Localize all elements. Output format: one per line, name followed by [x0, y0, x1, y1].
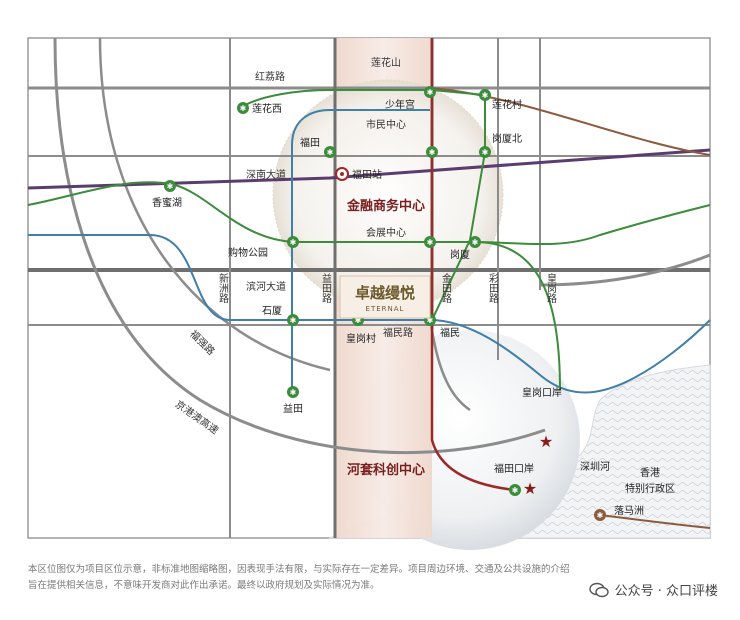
star-icon: ★ [539, 432, 553, 451]
station-label: 福田口岸 [494, 462, 534, 475]
station-label: 会展中心 [366, 226, 406, 239]
station-label: 市民中心 [366, 118, 406, 131]
station-marker: ✱ [479, 146, 491, 158]
road-label: 益田路 [320, 272, 332, 304]
svg-text:✱: ✱ [482, 148, 489, 157]
hetao-label: 河套科创中心 [347, 462, 425, 478]
disclaimer: 本区位图仅为项目区位示意，非标准地图缩略图，因表现手法有限，与实际存在一定差异。… [28, 562, 718, 594]
road-label-vertical: 新洲路 益田路 金田路 彩田路 皇岗路 [217, 272, 557, 304]
station-label: 石厦 [262, 305, 282, 317]
metro-line-red [430, 38, 516, 492]
station-marker: ✱ [237, 102, 249, 114]
metro-line-green-4 [474, 241, 561, 391]
metro-line-blue [28, 234, 711, 394]
svg-text:✱: ✱ [429, 148, 436, 157]
station-markers: ✱ ✱ ✱ ✱ ✱ ✱ ✱ ✱ ✱ ✱ ✱ ✱ ✱ ✱ ✱ ✱ [164, 86, 606, 521]
road-label: 深南大道 [246, 168, 286, 181]
watermark: 公众号 · 众口评楼 [588, 580, 718, 599]
station-marker: ✱ [287, 386, 299, 398]
metro-line-brown-2 [599, 514, 711, 529]
svg-text:✱: ✱ [427, 88, 434, 97]
futian-station-marker [335, 167, 349, 181]
watermark-text: 公众号 · 众口评楼 [614, 584, 718, 599]
region-label: 香港 [640, 467, 660, 479]
station-marker: ✱ [594, 509, 606, 521]
star-icon: ★ [523, 479, 537, 498]
svg-text:✱: ✱ [327, 148, 334, 157]
station-label: 皇岗口岸 [522, 386, 562, 399]
station-label: 莲花村 [492, 98, 522, 111]
station-label: 香蜜湖 [152, 196, 182, 209]
station-marker: ✱ [424, 236, 436, 248]
svg-text:✱: ✱ [472, 238, 479, 247]
svg-text:✱: ✱ [482, 91, 489, 100]
station-label: 莲花西 [252, 102, 282, 115]
station-label: 岗厦北 [492, 133, 522, 145]
station-label: 皇岗村 [346, 332, 376, 345]
svg-text:✱: ✱ [290, 388, 297, 397]
road-label: 滨河大道 [246, 280, 286, 293]
road-label: 新洲路 [217, 272, 229, 304]
station-marker: ✱ [479, 89, 491, 101]
project-name: 卓越缦悦 [355, 284, 415, 302]
cbd-label: 金融商务中心 [346, 198, 425, 214]
station-marker: ✱ [424, 86, 436, 98]
road-label: 福民路 [383, 326, 413, 339]
station-label: 落马洲 [614, 505, 644, 517]
svg-text:✱: ✱ [597, 511, 604, 520]
station-marker: ✱ [426, 146, 438, 158]
station-label: 少年宫 [385, 98, 415, 111]
svg-text:✱: ✱ [167, 182, 174, 191]
station-label: 益田 [283, 402, 303, 415]
station-marker: ✱ [287, 236, 299, 248]
region-label: 特别行政区 [625, 482, 675, 495]
station-marker: ✱ [469, 236, 481, 248]
project-box [339, 275, 431, 319]
metro-line-purple [27, 148, 711, 190]
wechat-icon [588, 582, 609, 597]
road-label: 皇岗路 [545, 272, 557, 304]
metro-line-green-2 [239, 89, 486, 109]
svg-text:✱: ✱ [290, 316, 297, 325]
station-label: 福田站 [352, 168, 382, 181]
road-label: 红荔路 [255, 70, 285, 83]
station-label: 购物公园 [228, 246, 268, 259]
svg-text:✱: ✱ [427, 316, 434, 325]
svg-text:✱: ✱ [427, 238, 434, 247]
station-label: 福田 [300, 136, 320, 149]
station-marker: ✱ [164, 180, 176, 192]
svg-text:✱: ✱ [512, 486, 519, 495]
disclaimer-line: 旨在提供相关信息，不意味开发商对此作出承诺。最终以政府规划及实际情况为准。 [28, 580, 380, 591]
station-marker: ✱ [324, 146, 336, 158]
station-marker: ✱ [287, 314, 299, 326]
road-label: 莲花山 [371, 56, 401, 69]
svg-text:✱: ✱ [355, 316, 362, 325]
road-label: 金田路 [440, 272, 452, 304]
svg-text:✱: ✱ [290, 238, 297, 247]
project-name-en: ETERNAL [366, 305, 405, 313]
station-marker: ✱ [509, 484, 521, 496]
road-label: 彩田路 [487, 273, 499, 304]
road-network [28, 37, 711, 538]
station-label: 岗厦 [450, 249, 470, 261]
disclaimer-line: 本区位图仅为项目区位示意，非标准地图缩略图，因表现手法有限，与实际存在一定差异。… [28, 564, 570, 575]
location-map: ✱ ✱ ✱ ✱ ✱ ✱ ✱ ✱ ✱ ✱ ✱ ✱ ✱ ✱ ✱ ✱ ★ ★ 卓越缦悦… [27, 37, 711, 550]
region-label: 深圳河 [580, 461, 610, 473]
metro-line-blue-2 [291, 109, 430, 390]
svg-text:✱: ✱ [240, 104, 247, 113]
station-label: 福民 [440, 326, 460, 339]
